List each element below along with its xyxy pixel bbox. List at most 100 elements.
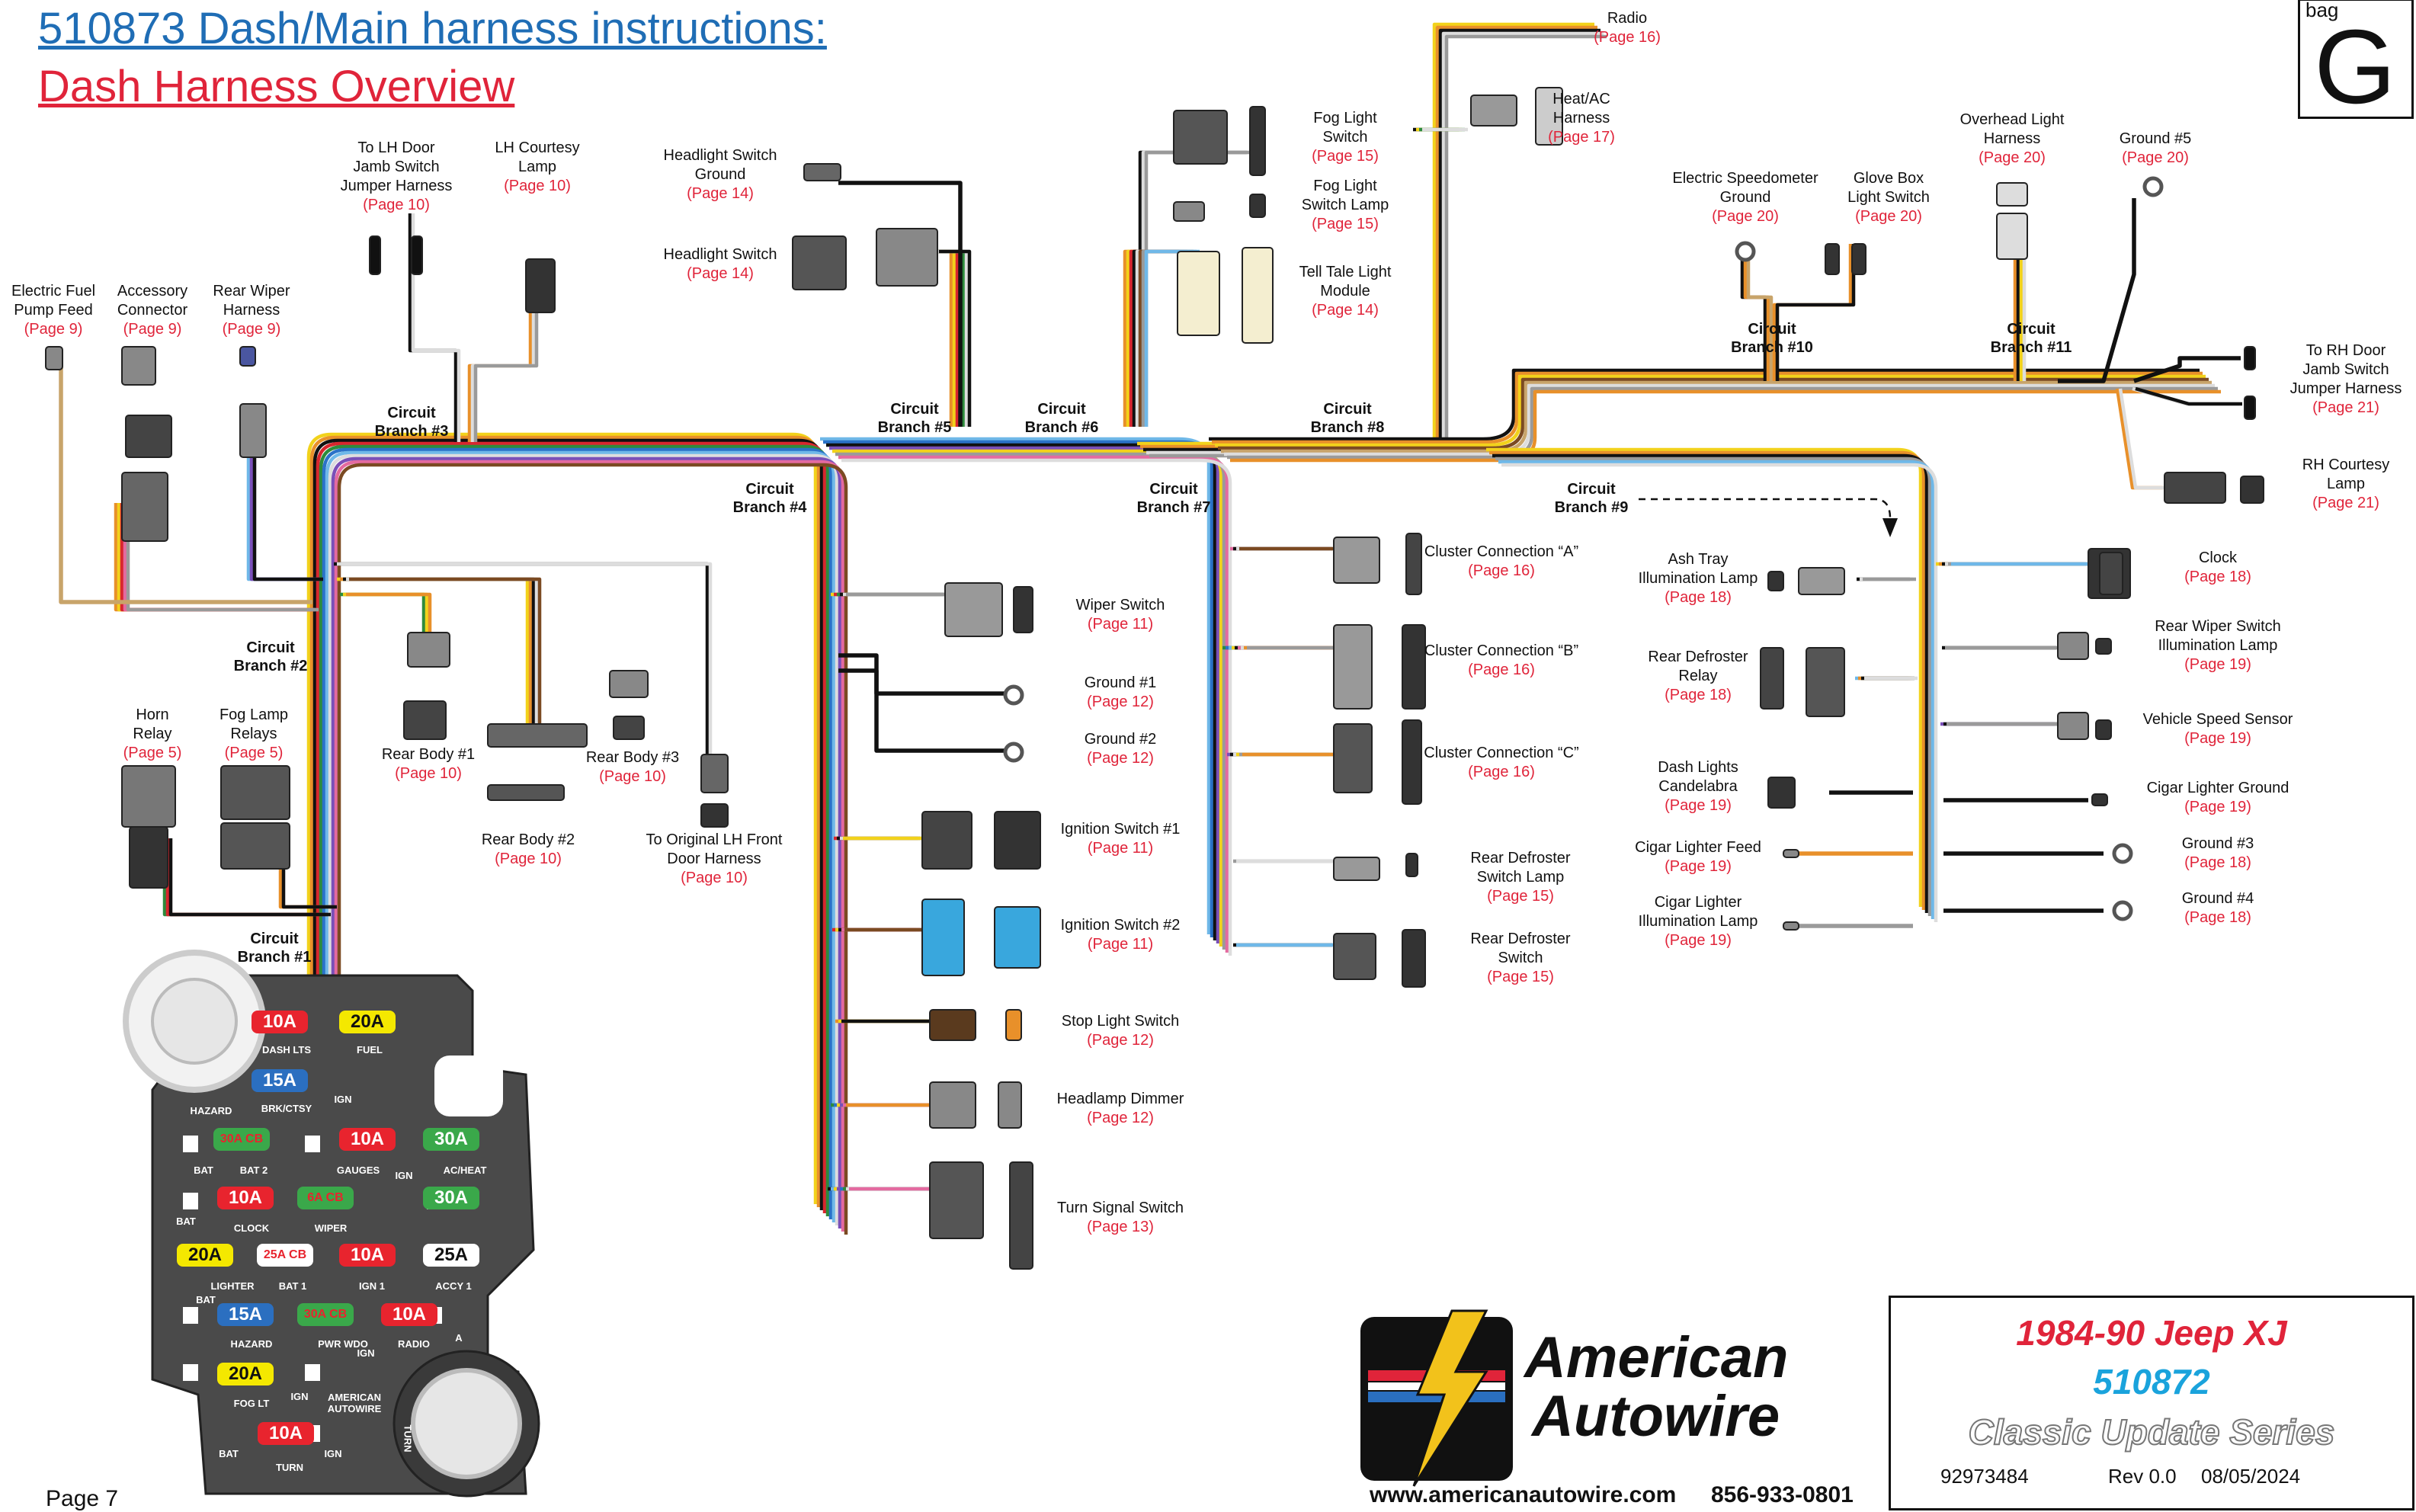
label-name: Vehicle Speed Sensor xyxy=(2142,711,2293,728)
label-name: To Original LH Front xyxy=(646,831,783,848)
page-ref: (Page 12) xyxy=(1087,1110,1154,1126)
label-name: Ignition Switch #1 xyxy=(1060,821,1181,838)
label-name: Cluster Connection “A” xyxy=(1424,543,1579,560)
page-ref: (Page 12) xyxy=(1087,694,1154,710)
fuse-circuit-label: RADIO xyxy=(398,1338,430,1350)
housing-turn xyxy=(929,1161,984,1239)
housing-fogsw-conn xyxy=(1249,106,1266,176)
label-name: Rear Body #3 xyxy=(585,749,680,766)
page-ref: (Page 21) xyxy=(2312,495,2379,511)
housing-vss2 xyxy=(2095,719,2112,740)
label-name: Ground #3 xyxy=(2181,835,2254,852)
fuse-slot-empty xyxy=(183,1364,198,1381)
harness-wires xyxy=(59,22,2242,1235)
label-name: Ground #5 xyxy=(2119,130,2192,147)
housing-rwsil2 xyxy=(2095,638,2112,655)
fuse-f10: 20A xyxy=(177,1244,233,1267)
label-name: Clock xyxy=(2198,549,2237,566)
branch11-overhead xyxy=(2013,259,2027,381)
page-ref: (Page 15) xyxy=(1312,216,1379,232)
housing-cigill xyxy=(1783,921,1799,931)
brand-name-line2: Autowire xyxy=(1532,1384,1780,1449)
page-ref: (Page 15) xyxy=(1487,888,1554,905)
housing-rb3 xyxy=(609,670,649,698)
fuse-circuit-label: ACCY 1 xyxy=(435,1280,472,1292)
label-name: Rear Wiper xyxy=(213,283,290,300)
connector-housings xyxy=(45,87,2264,1498)
branch4-rb1 xyxy=(337,577,542,724)
label-name: Jumper Harness xyxy=(2289,380,2402,397)
label-name: Rear Wiper Switch xyxy=(2155,618,2281,635)
fuse-circuit-label: IGN xyxy=(324,1448,342,1459)
page-ref: (Page 19) xyxy=(1665,797,1732,814)
housing-jamb2 xyxy=(411,235,423,275)
label-name: To LH Door xyxy=(357,139,435,156)
fuse-f8: 6A CB xyxy=(297,1187,354,1209)
branch-line2: Branch #1 xyxy=(237,949,312,966)
housing-rb2b xyxy=(487,784,565,801)
housing-rhcourt2 xyxy=(2240,476,2264,504)
fuse-circuit-label: A xyxy=(455,1332,463,1344)
label-name: Cigar Lighter Feed xyxy=(1635,839,1761,856)
label-name: Switch xyxy=(1322,129,1368,146)
page-ref: (Page 20) xyxy=(2122,149,2189,166)
fuse-circuit-label: GAUGES xyxy=(336,1164,380,1176)
ring-gnd2 xyxy=(1003,742,1024,763)
housing-jamb1 xyxy=(369,235,381,275)
housing-rb1b xyxy=(403,700,447,740)
part-number: 510872 xyxy=(2093,1362,2210,1401)
housing-heatac xyxy=(1470,94,1517,127)
website-link[interactable]: www.americanautowire.com xyxy=(1370,1482,1677,1507)
page-ref: (Page 16) xyxy=(1468,662,1535,678)
housing-dimmer2 xyxy=(998,1081,1022,1129)
fuse-circuit-label: BAT xyxy=(194,1164,213,1176)
label-rb2: Rear Body #2(Page 10) xyxy=(482,831,575,869)
series-name: Classic Update Series xyxy=(1968,1411,2336,1453)
label-wipersw: Wiper Switch(Page 11) xyxy=(1076,596,1165,634)
ring-gnd4 xyxy=(2112,900,2133,921)
label-name: Cluster Connection “B” xyxy=(1424,642,1579,659)
label-name: Electric Speedometer xyxy=(1672,170,1818,187)
label-name: Jamb Switch xyxy=(353,159,440,175)
housing-stop xyxy=(929,1009,976,1041)
label-name: Illumination Lamp xyxy=(1638,913,1758,930)
label-ign2: Ignition Switch #2(Page 11) xyxy=(1061,916,1181,954)
label-name: Rear Defroster xyxy=(1470,850,1571,867)
branch-line1: Circuit xyxy=(745,481,794,498)
housing-foglamp xyxy=(1173,201,1205,222)
ring-gnd1 xyxy=(1003,684,1024,706)
ring-gnd5 xyxy=(2142,176,2164,197)
out-rhjamb2 xyxy=(2132,386,2242,406)
label-vss: Vehicle Speed Sensor(Page 19) xyxy=(2143,710,2293,748)
label-name: Rear Defroster xyxy=(1648,649,1748,665)
label-name: Accessory xyxy=(117,283,188,300)
trunk-branch9 xyxy=(1486,447,1938,922)
branch11-gnd5 xyxy=(2058,198,2136,383)
housing-rb1 xyxy=(407,632,450,668)
housing-turn2 xyxy=(1009,1161,1033,1270)
housing-ign1b xyxy=(994,811,1041,870)
label-name: Tell Tale Light xyxy=(1299,264,1392,280)
fuse-f6: 30A xyxy=(423,1128,479,1151)
label-name: Rear Body #1 xyxy=(381,746,476,763)
fuse-slot-empty xyxy=(183,1307,198,1324)
fuse-circuit-label: HAZARD xyxy=(230,1338,273,1350)
branch2-wiper xyxy=(246,450,323,581)
page-ref: (Page 10) xyxy=(395,765,462,782)
label-name: Ground #2 xyxy=(1084,731,1157,748)
branch-line1: Circuit xyxy=(387,405,436,421)
branch10b xyxy=(1772,244,1856,381)
branch-line1: Circuit xyxy=(1748,321,1796,338)
